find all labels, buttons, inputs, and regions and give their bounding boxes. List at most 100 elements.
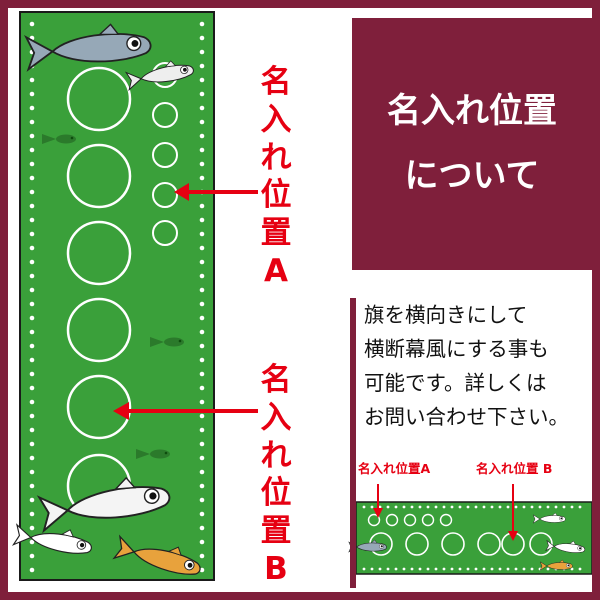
- flag-dot: [29, 525, 35, 531]
- flag-dot: [199, 49, 205, 55]
- flag-dot: [402, 567, 406, 571]
- flag-dot: [199, 21, 205, 27]
- arrow-down-icon: [373, 484, 383, 518]
- flag-dot: [199, 287, 205, 293]
- flag-dot: [199, 105, 205, 111]
- flag-dot: [199, 315, 205, 321]
- flag-dot: [29, 273, 35, 279]
- flag-dot: [199, 231, 205, 237]
- flag-dot: [29, 441, 35, 447]
- flag-dot: [29, 301, 35, 307]
- flag-dot: [514, 505, 518, 509]
- flag-dot: [199, 273, 205, 279]
- flag-dot: [362, 567, 366, 571]
- label-char: A: [264, 253, 288, 290]
- flag-dot: [199, 483, 205, 489]
- flag-dot: [506, 567, 510, 571]
- flag-dot: [199, 525, 205, 531]
- flag-dot: [199, 399, 205, 405]
- flag-dot: [29, 119, 35, 125]
- flag-dot: [458, 505, 462, 509]
- arrow-right-icon: [113, 402, 258, 420]
- flag-dot: [410, 505, 414, 509]
- flag-dot: [29, 161, 35, 167]
- flag-dot: [570, 505, 574, 509]
- flag-dot: [506, 505, 510, 509]
- flag-dot: [386, 505, 390, 509]
- flag-dot: [29, 231, 35, 237]
- flag-dot: [29, 455, 35, 461]
- name-area-large-circles: [66, 66, 132, 519]
- horizontal-flag-dots-top: [362, 505, 582, 509]
- arrow-right-icon: [174, 183, 258, 201]
- flag-dot: [386, 567, 390, 571]
- flag-dot: [554, 505, 558, 509]
- flag-dot: [482, 567, 486, 571]
- flag-dot: [370, 567, 374, 571]
- flag-dot: [546, 505, 550, 509]
- flag-dot: [29, 21, 35, 27]
- flag-dot: [199, 455, 205, 461]
- flag-dot: [522, 567, 526, 571]
- flag-dot: [482, 505, 486, 509]
- flag-dot: [199, 413, 205, 419]
- flag-dot: [426, 567, 430, 571]
- title-line-1: 名入れ位置: [387, 91, 557, 132]
- flag-dot: [434, 505, 438, 509]
- horizontal-name-area-small-circles: [367, 513, 453, 527]
- flag-dot: [199, 161, 205, 167]
- label-char: 位: [260, 177, 292, 214]
- flag-dot: [562, 505, 566, 509]
- label-char: 名: [260, 362, 292, 398]
- flag-dot: [199, 119, 205, 125]
- flag-dots-left: [29, 21, 35, 573]
- flag-dot: [29, 245, 35, 251]
- flag-dot: [29, 567, 35, 573]
- flag-dot: [442, 567, 446, 571]
- flag-dot: [402, 505, 406, 509]
- flag-dot: [199, 539, 205, 545]
- flag-dot: [530, 567, 534, 571]
- flag-dot: [458, 567, 462, 571]
- label-char: B: [264, 551, 288, 588]
- flag-dot: [474, 567, 478, 571]
- flag-dot: [199, 469, 205, 475]
- flag-dot: [29, 133, 35, 139]
- label-char: 入: [260, 101, 292, 138]
- flag-dot: [199, 77, 205, 83]
- flag-dot: [514, 567, 518, 571]
- flag-dot: [498, 567, 502, 571]
- flag-dot: [199, 175, 205, 181]
- title-panel: 名入れ位置 について: [352, 18, 592, 270]
- flag-dot: [530, 505, 534, 509]
- flag-dot: [29, 77, 35, 83]
- flag-dot: [29, 287, 35, 293]
- flag-dots-right: [199, 21, 205, 573]
- flag-dot: [199, 357, 205, 363]
- flag-dot: [199, 245, 205, 251]
- label-char: 置: [260, 215, 292, 252]
- description-text: 旗を横向きにして 横断幕風にする事も 可能です。詳しくは お問い合わせ下さい。: [364, 298, 596, 434]
- flag-dot: [538, 505, 542, 509]
- flag-dot: [378, 567, 382, 571]
- flag-dot: [418, 505, 422, 509]
- horizontal-flag-example: [355, 501, 592, 575]
- flag-dot: [450, 505, 454, 509]
- description-line: お問い合わせ下さい。: [364, 405, 569, 429]
- description-accent-bar: [350, 298, 356, 588]
- flag-dot: [29, 413, 35, 419]
- flag-dot: [29, 469, 35, 475]
- flag-dot: [199, 497, 205, 503]
- flag-dot: [199, 301, 205, 307]
- flag-dot: [29, 329, 35, 335]
- flag-dot: [199, 217, 205, 223]
- flag-dot: [29, 497, 35, 503]
- flag-dot: [199, 567, 205, 573]
- flag-dot: [199, 343, 205, 349]
- flag-dot: [378, 505, 382, 509]
- flag-dot: [466, 567, 470, 571]
- flag-dot: [29, 91, 35, 97]
- flag-dot: [199, 147, 205, 153]
